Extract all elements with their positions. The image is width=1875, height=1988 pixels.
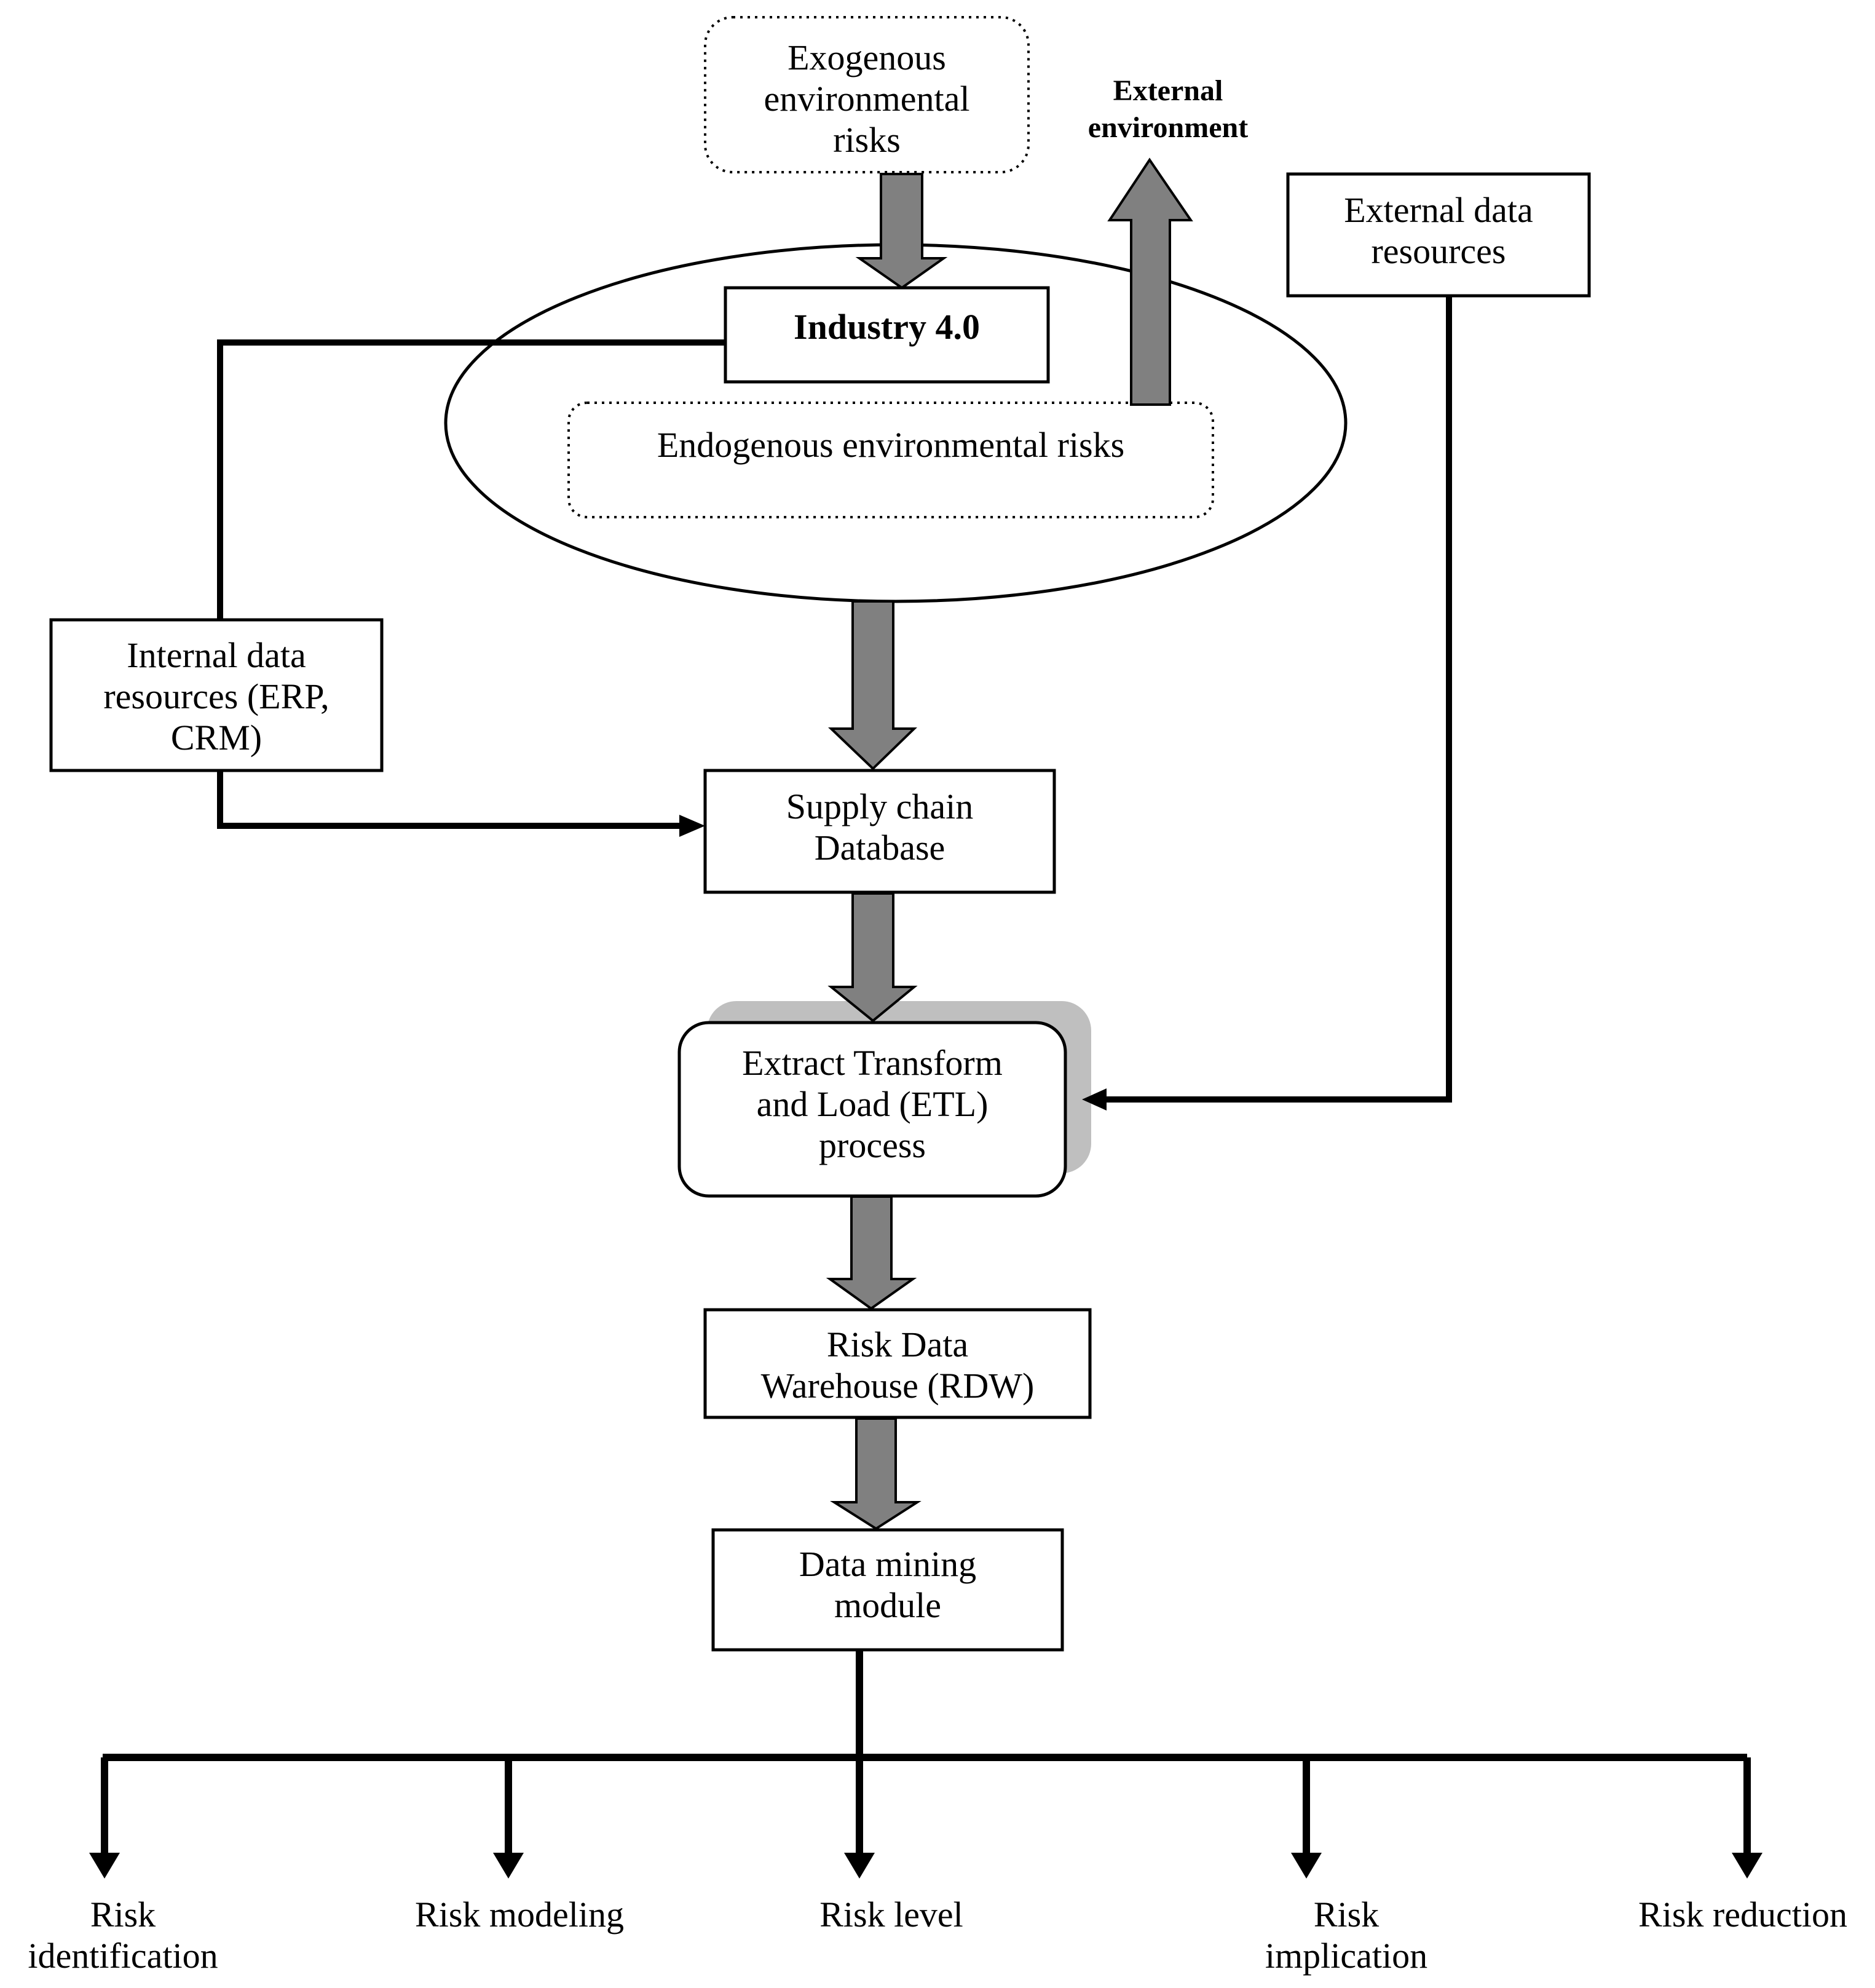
output-risk-reduction: Risk reduction — [1638, 1895, 1847, 1935]
arrowhead-etl — [1082, 1088, 1107, 1111]
arrowhead-reduction — [1732, 1853, 1762, 1879]
exogenous-label: Exogenous environmental risks — [764, 38, 970, 160]
internal-data-box — [49, 618, 384, 772]
arrow-to-external-environment — [1107, 157, 1193, 406]
connector-external-to-etl — [1102, 296, 1452, 1103]
arrowhead-supply-chain — [679, 815, 705, 837]
endogenous-label: Endogenous environmental risks — [657, 425, 1125, 465]
external-environment-label: External environment — [1088, 74, 1249, 144]
industry-box — [724, 286, 1050, 384]
etl-label: Extract Transform and Load (ETL) process — [742, 1043, 1003, 1165]
output-risk-level: Risk level — [819, 1895, 963, 1935]
supply-chain-db-box — [703, 769, 1056, 894]
output-risk-modeling: Risk modeling — [415, 1895, 624, 1935]
endogenous-box — [567, 402, 1214, 518]
rdw-box — [703, 1308, 1092, 1419]
data-mining-box — [711, 1528, 1064, 1652]
output-risk-implication: Risk implication — [1265, 1895, 1428, 1976]
external-data-label: External data resources — [1344, 190, 1533, 271]
arrow-supply-chain-to-etl — [827, 892, 918, 1023]
arrow-rdw-to-data-mining — [830, 1417, 922, 1531]
connector-industry-to-internal — [217, 339, 725, 620]
exogenous-box — [704, 16, 1030, 173]
external-data-box — [1286, 172, 1591, 298]
internal-data-label: Internal data resources (ERP, CRM) — [103, 635, 330, 758]
supply-chain-db-label: Supply chain Database — [786, 786, 974, 868]
arrowhead-implication — [1291, 1853, 1322, 1879]
rdw-label: Risk Data Warehouse (RDW) — [760, 1325, 1035, 1406]
output-risk-identification: Risk identification — [28, 1895, 218, 1976]
connector-internal-to-supply-chain — [217, 770, 685, 829]
arrow-etl-to-rdw — [826, 1195, 917, 1310]
arrowhead-level — [844, 1853, 875, 1879]
data-mining-label: Data mining module — [799, 1544, 977, 1625]
arrow-ellipse-to-supply-chain — [828, 600, 917, 770]
arrowhead-identification — [89, 1853, 120, 1879]
industry-label: Industry 4.0 — [794, 307, 980, 347]
arrowhead-modeling — [493, 1853, 524, 1879]
arrow-exogenous-to-industry — [855, 173, 948, 290]
